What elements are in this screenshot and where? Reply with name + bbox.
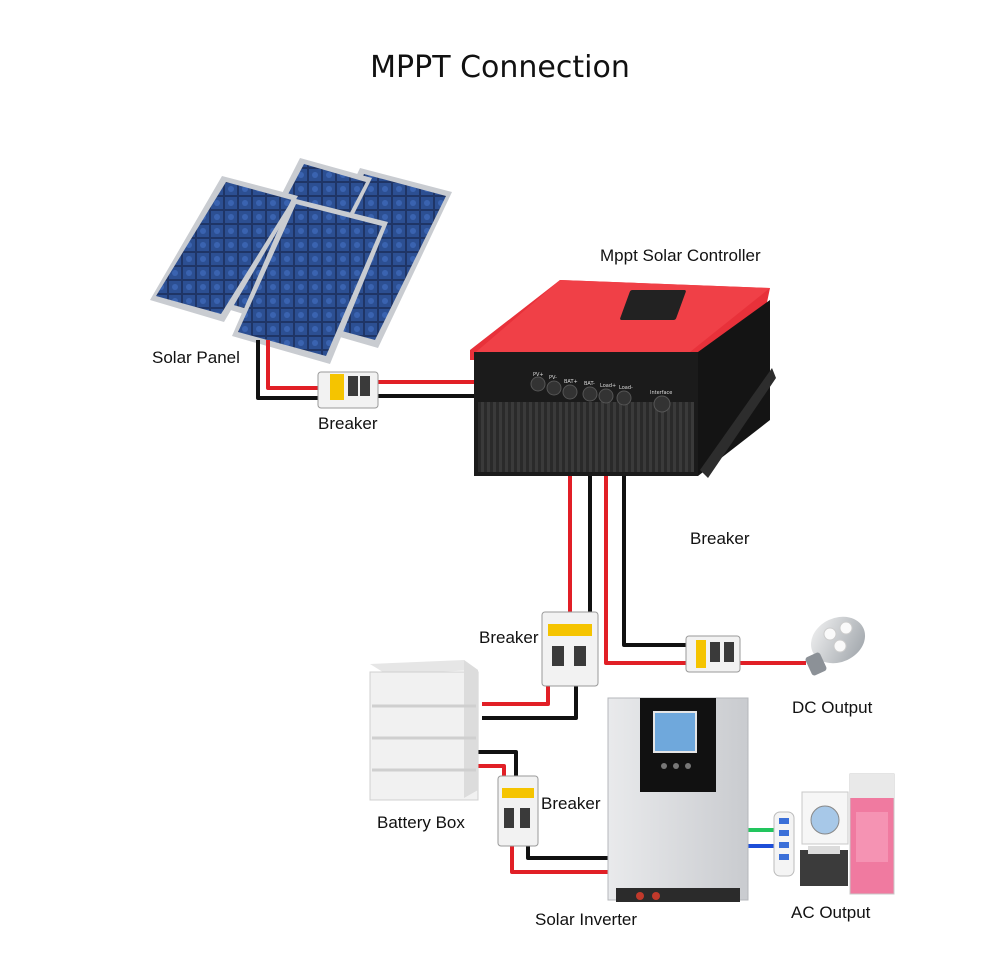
- printer: [800, 846, 848, 886]
- solar-panel-front-1: [150, 176, 298, 322]
- terminal-label: PV+: [533, 372, 544, 378]
- wire-battery-positive: [482, 686, 550, 706]
- terminal-bat-positive: [562, 384, 578, 400]
- breaker-inverter-label: Breaker: [541, 794, 601, 813]
- breaker-load-label: Breaker: [690, 529, 750, 548]
- breaker-pv-label: Breaker: [318, 414, 378, 433]
- ac-output-appliances: [773, 773, 895, 895]
- wire-inverter-black-out: [526, 846, 612, 860]
- terminal-label: Load+: [600, 383, 616, 389]
- air-conditioner: [849, 773, 895, 895]
- breaker-battery: [541, 611, 599, 687]
- breaker-battery-label: Breaker: [479, 628, 539, 647]
- solar-panels: [150, 158, 452, 364]
- battery-box: [369, 660, 479, 801]
- wire-panel-black: [256, 340, 318, 400]
- wire-load-negative: [622, 396, 686, 647]
- terminal-pv-positive: [530, 376, 546, 392]
- terminals: PV+ PV- BAT+ BAT- Load+ Load- Interface: [530, 372, 672, 413]
- terminal-interface: [653, 395, 671, 413]
- power-strip: [773, 811, 795, 877]
- breaker-pv: [317, 371, 379, 409]
- terminal-load-negative: [616, 390, 632, 406]
- wire-battery-negative: [482, 686, 578, 720]
- terminal-pv-negative: [546, 380, 562, 396]
- washing-machine: [801, 791, 849, 845]
- dc-output-label: DC Output: [792, 698, 873, 717]
- terminal-bat-negative: [582, 386, 598, 402]
- dc-output-bulb: [805, 616, 866, 676]
- breaker-load: [685, 635, 741, 673]
- solar-panel-front-2: [232, 198, 388, 364]
- mppt-controller: PV+ PV- BAT+ BAT- Load+ Load- Interface: [470, 280, 776, 478]
- ac-output-label: AC Output: [791, 903, 871, 922]
- solar-panel-label: Solar Panel: [152, 348, 240, 367]
- terminal-load-positive: [598, 388, 614, 404]
- terminal-label: PV-: [549, 375, 557, 381]
- wire-inverter-red-in: [478, 764, 506, 776]
- wire-panel-red: [266, 340, 318, 390]
- solar-inverter: [607, 697, 749, 902]
- controller-label: Mppt Solar Controller: [600, 246, 761, 265]
- diagram-title: MPPT Connection: [370, 50, 630, 85]
- breaker-inverter: [497, 775, 539, 847]
- wire-inverter-black-in: [478, 750, 518, 776]
- terminal-label: BAT-: [584, 381, 595, 387]
- battery-box-label: Battery Box: [377, 813, 465, 832]
- terminal-label: Load-: [619, 385, 633, 391]
- solar-inverter-label: Solar Inverter: [535, 910, 638, 929]
- wire-load-positive: [604, 396, 686, 665]
- wire-inverter-red-out: [510, 846, 612, 874]
- terminal-label: BAT+: [564, 379, 578, 385]
- terminal-label: Interface: [650, 390, 672, 396]
